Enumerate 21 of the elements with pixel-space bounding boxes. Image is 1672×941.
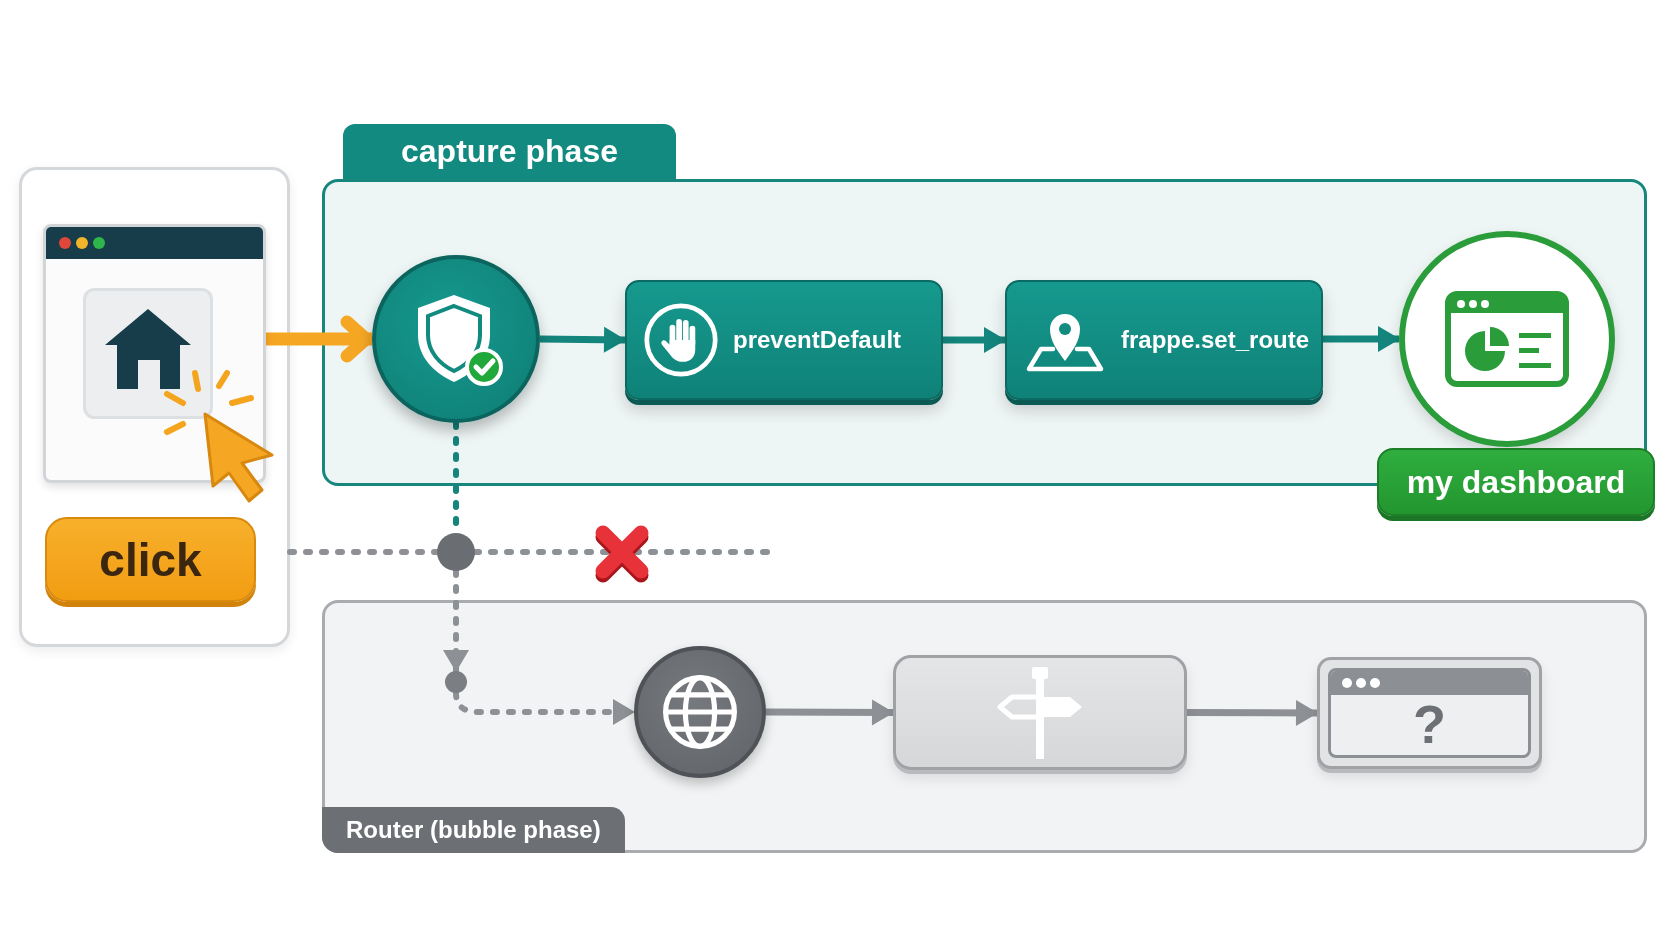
phase-tab: Router (bubble phase) — [322, 807, 625, 853]
junction-dot — [445, 671, 467, 693]
arrow — [266, 315, 373, 363]
process-circle — [372, 255, 540, 423]
device-panel — [19, 167, 290, 647]
junction-dot — [437, 533, 475, 571]
arrow — [943, 327, 1006, 353]
arrow — [1323, 326, 1400, 352]
arrow — [1187, 699, 1318, 726]
step-label: preventDefault — [733, 326, 902, 354]
arrow — [766, 699, 894, 726]
dashed-arrow — [443, 568, 469, 674]
phase-tab: capture phase — [343, 124, 676, 179]
question-mark: ? — [1413, 693, 1446, 755]
phase-panel — [322, 600, 1647, 853]
dashed-arrow — [453, 690, 637, 725]
dashed-line — [472, 549, 771, 555]
arrow — [539, 326, 626, 353]
dashed-line — [287, 549, 440, 555]
step-label: frappe.set_route — [1121, 326, 1310, 354]
process-circle — [634, 646, 766, 778]
